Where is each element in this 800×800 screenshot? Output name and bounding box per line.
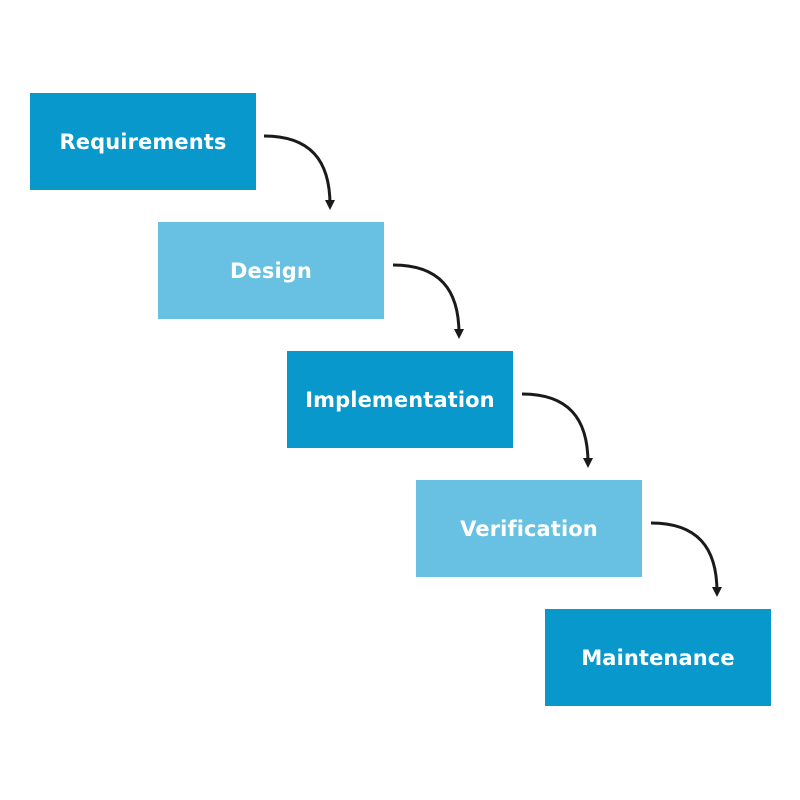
step-label: Design [230,258,312,283]
step-implementation: Implementation [287,351,513,448]
step-requirements: Requirements [30,93,256,190]
step-label: Implementation [305,387,495,412]
step-verification: Verification [416,480,642,577]
step-label: Requirements [59,129,227,154]
step-design: Design [158,222,384,319]
arrow-implementation-to-verification [521,392,593,468]
arrow-design-to-implementation [392,263,464,339]
arrow-requirements-to-design [263,134,335,210]
step-label: Verification [460,516,598,541]
arrow-verification-to-maintenance [650,521,722,597]
step-maintenance: Maintenance [545,609,771,706]
step-label: Maintenance [581,645,735,670]
